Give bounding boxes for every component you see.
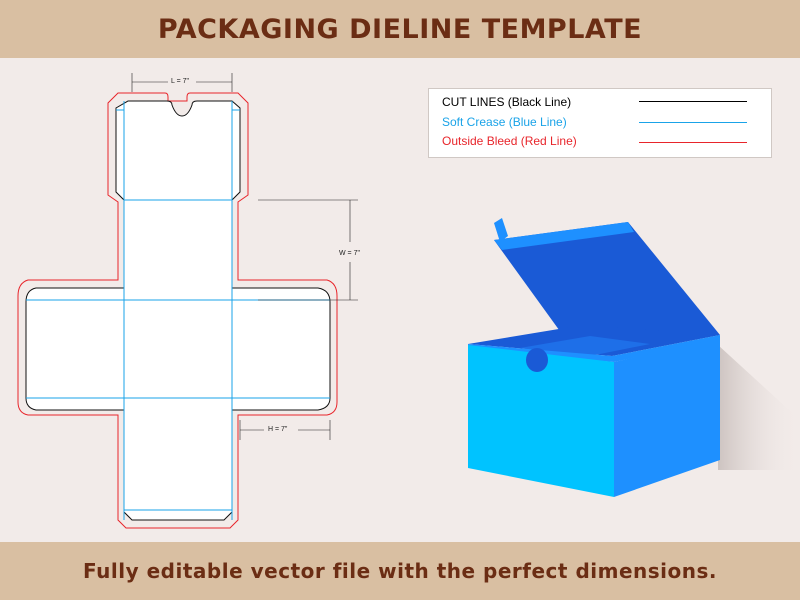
- footer-tagline: Fully editable vector file with the perf…: [83, 559, 717, 583]
- height-dimension-label: H = 7": [268, 426, 288, 433]
- title-banner: PACKAGING DIELINE TEMPLATE: [0, 0, 800, 58]
- dimension-lines: [131, 73, 358, 440]
- box-illustration: [468, 218, 800, 497]
- legend-bleed-label: Outside Bleed (Red Line): [442, 134, 577, 148]
- box-rim: [468, 335, 720, 362]
- legend-crease-label: Soft Crease (Blue Line): [442, 115, 567, 129]
- legend-outside-bleed: Outside Bleed (Red Line): [442, 133, 577, 149]
- diagram-area: L = 7" W = 7" H = 7" CUT LINES (Black Li…: [0, 58, 800, 542]
- outside-bleed-line: [17, 92, 338, 529]
- box-lid-tab: [494, 218, 508, 242]
- legend-bleed-swatch: [639, 142, 747, 143]
- page-title: PACKAGING DIELINE TEMPLATE: [157, 13, 643, 45]
- line-legend: CUT LINES (Black Line) Soft Crease (Blue…: [428, 88, 772, 158]
- box-front-face: [468, 345, 614, 497]
- legend-soft-crease: Soft Crease (Blue Line): [442, 114, 567, 130]
- box-lid-front-edge: [494, 222, 634, 250]
- legend-cut-label: CUT LINES (Black Line): [442, 95, 572, 109]
- box-shadow: [718, 345, 800, 470]
- dieline-diagram: [17, 73, 358, 529]
- footer-banner: Fully editable vector file with the perf…: [0, 542, 800, 600]
- length-dimension-label: L = 7": [171, 78, 189, 85]
- box-side-face: [614, 338, 720, 497]
- box-lid: [494, 222, 720, 352]
- box-tuck-slot: [526, 348, 548, 372]
- legend-cut-swatch: [639, 101, 747, 102]
- legend-cut-lines: CUT LINES (Black Line): [442, 94, 571, 110]
- width-dimension-label: W = 7": [339, 250, 360, 257]
- legend-crease-swatch: [639, 122, 747, 123]
